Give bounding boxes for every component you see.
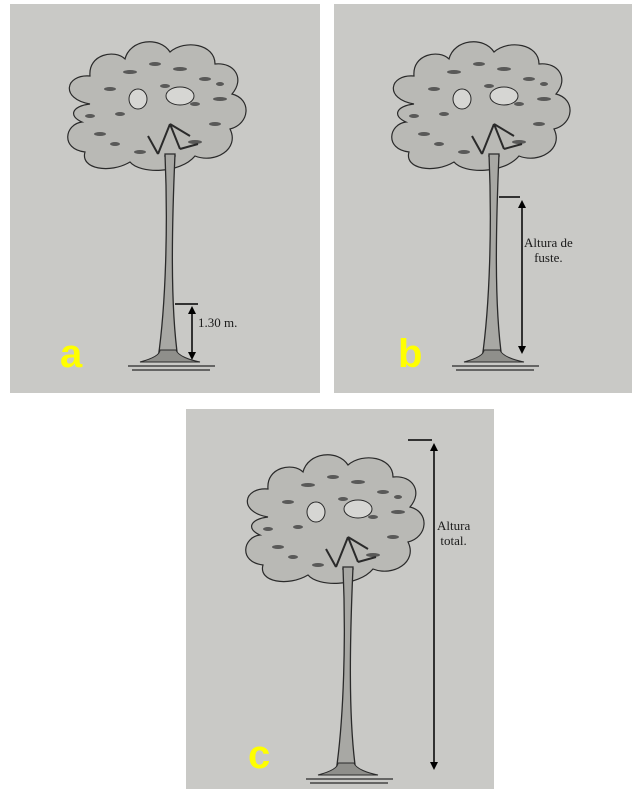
arrow-head-down bbox=[430, 762, 438, 770]
arrow-head-up bbox=[430, 443, 438, 451]
panel-letter-c: c bbox=[248, 735, 270, 775]
arrow-head-up bbox=[188, 306, 196, 314]
total-height-label: Altura total. bbox=[437, 519, 470, 549]
total-height-label-line1: Altura bbox=[437, 519, 470, 534]
total-height-label-line2: total. bbox=[437, 534, 470, 549]
panel-letter-a: a bbox=[60, 334, 82, 374]
stem-height-label-line1: Altura de bbox=[524, 236, 573, 251]
panel-b: Altura de fuste. b bbox=[334, 4, 632, 393]
panel-a: 1.30 m. a bbox=[10, 4, 320, 393]
tree-illustration bbox=[334, 4, 632, 393]
dbh-label: 1.30 m. bbox=[198, 316, 237, 331]
tree-illustration bbox=[186, 409, 494, 789]
panel-c: Altura total. c bbox=[186, 409, 494, 789]
panel-letter-b: b bbox=[398, 334, 422, 374]
stem-height-label-line2: fuste. bbox=[524, 251, 573, 266]
arrow-head-down bbox=[518, 346, 526, 354]
tree-illustration bbox=[10, 4, 320, 393]
stem-height-label: Altura de fuste. bbox=[524, 236, 573, 266]
arrow-head-up bbox=[518, 200, 526, 208]
